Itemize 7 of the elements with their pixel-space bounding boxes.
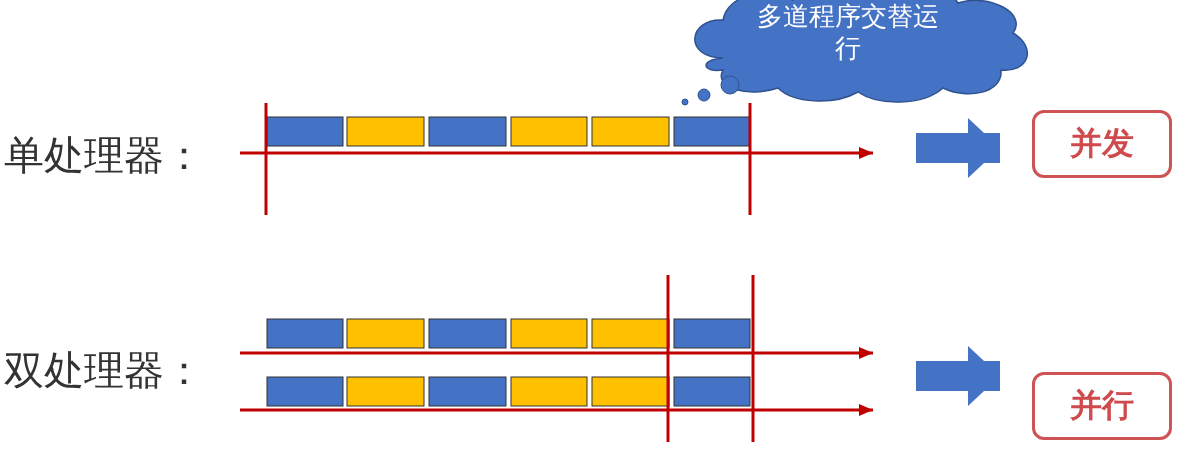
block-arrow xyxy=(916,346,1000,406)
processor-label: 双处理器： xyxy=(4,346,204,395)
result-box: 并行 xyxy=(1032,372,1172,440)
processor-label: 单处理器： xyxy=(4,131,204,180)
cloud-text: 多道程序交替运行 xyxy=(756,0,940,64)
block-arrow xyxy=(916,118,1000,178)
result-box: 并发 xyxy=(1032,110,1172,178)
